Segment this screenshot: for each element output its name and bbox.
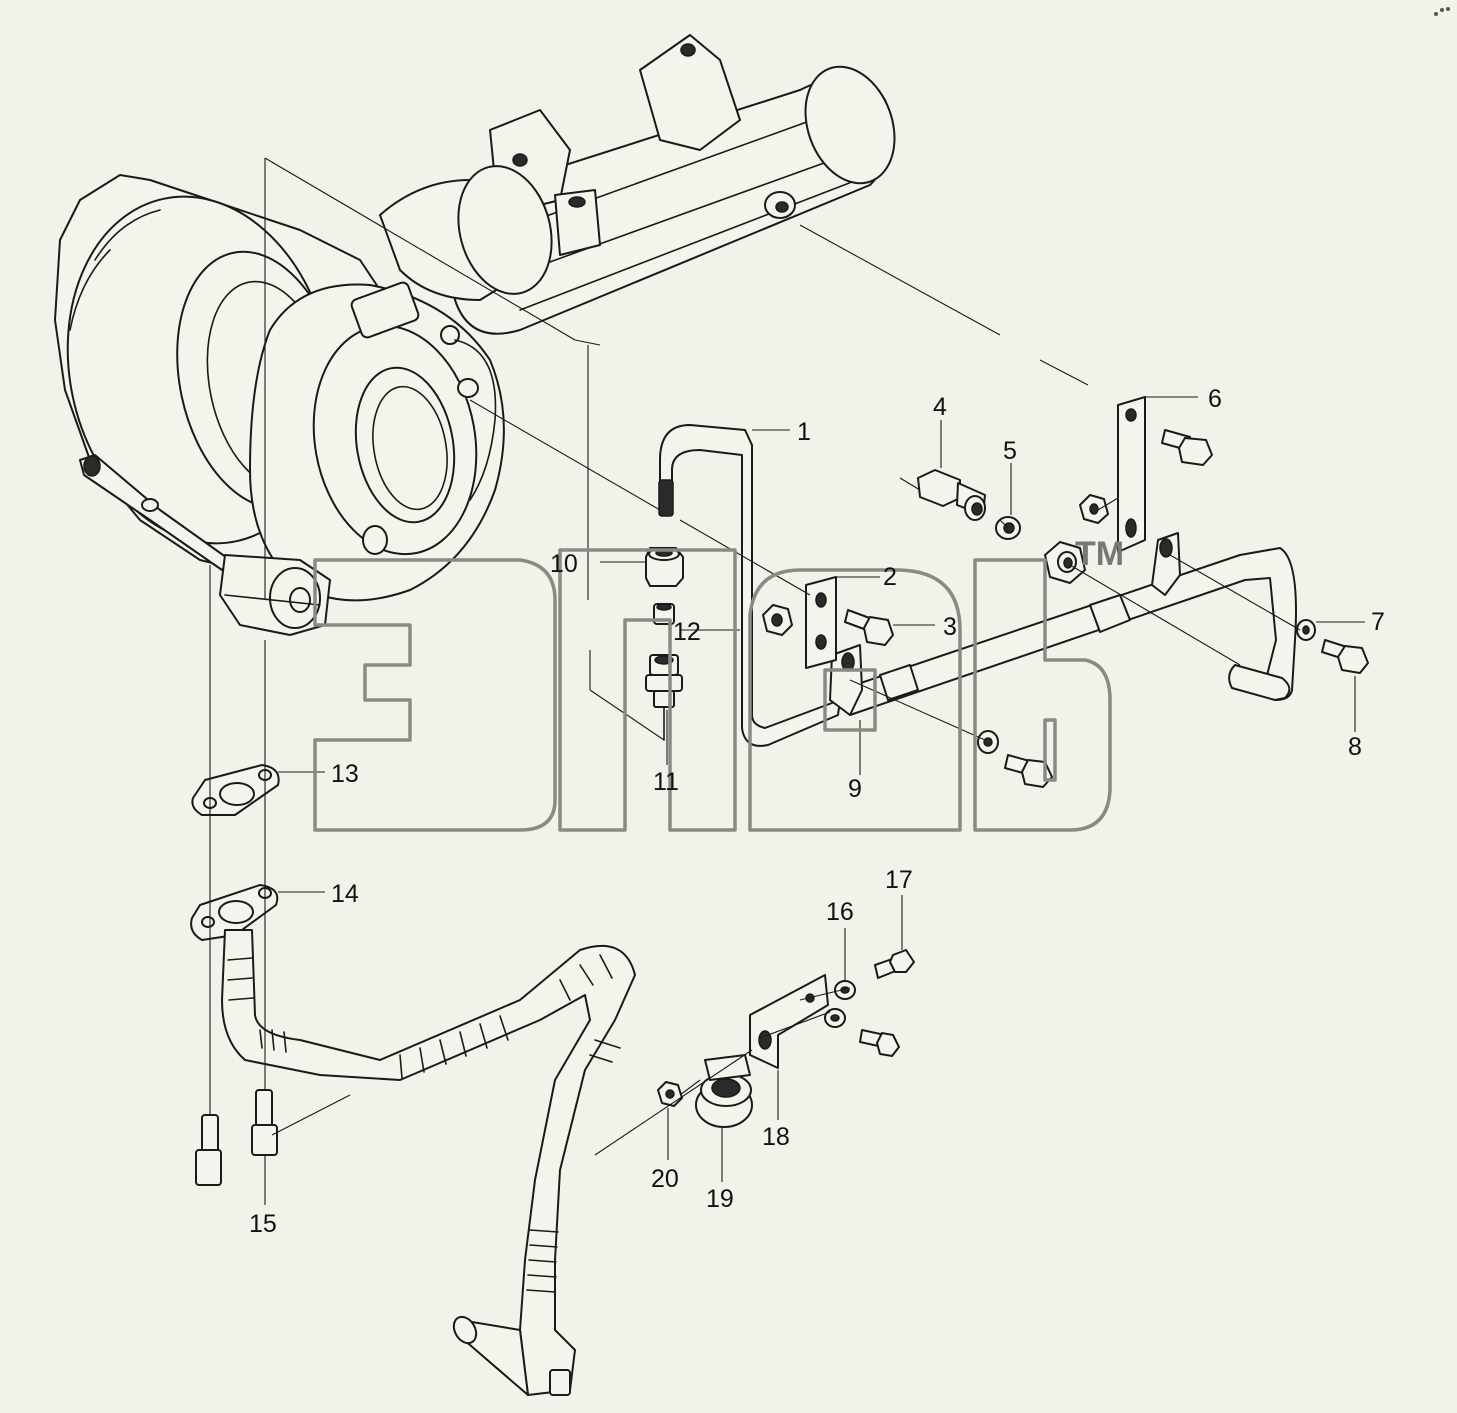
turbocharger-assembly [54,34,896,636]
callout-labels: 1 2 3 4 5 6 7 8 9 10 11 12 13 14 15 16 1… [249,385,1385,1238]
callout-7: 7 [1371,608,1385,636]
callout-19: 19 [706,1185,734,1213]
watermark-tm: TM [1075,535,1124,573]
callout-11: 11 [653,768,679,796]
callout-9: 9 [848,775,862,803]
callout-2: 2 [883,563,897,591]
callout-12: 12 [673,618,701,646]
adapter-fitting-11 [645,654,683,741]
bolt-6 [1161,429,1213,466]
stud-15-left [195,1114,222,1186]
callout-5: 5 [1003,437,1017,465]
bolt-3 [844,609,894,646]
washer-7 [1296,619,1316,641]
bracket-plate-6 [1117,396,1146,553]
callout-18: 18 [762,1123,790,1151]
callout-8: 8 [1348,733,1362,761]
bracket-18 [749,974,829,1069]
oil-drain-line [190,764,636,1396]
callout-15: 15 [249,1210,277,1238]
callout-3: 3 [943,613,957,641]
clamp-plate-2 [805,576,837,669]
callout-17: 17 [885,866,913,894]
callout-6: 6 [1208,385,1222,413]
hose-corrugation [227,954,621,1293]
nut-6 [1079,494,1109,524]
callout-10: 10 [550,550,578,578]
stud-15-right [251,1089,278,1156]
corner-mark-icon [1434,7,1450,16]
callout-14: 14 [331,880,359,908]
oil-feed-line-assembly [658,424,1297,747]
union-nut-10 [645,547,684,587]
callout-16: 16 [826,898,854,926]
union-adapter [1044,541,1086,584]
nut-plate-2 [762,604,793,636]
washer-16 [824,980,856,1028]
watermark-logo: TM [313,535,1124,832]
grommet-19 [695,1054,753,1128]
callout-20: 20 [651,1165,679,1193]
nut-20 [657,1081,683,1107]
callout-1: 1 [797,418,811,446]
callout-13: 13 [331,760,359,788]
leader-lines [209,157,1365,1205]
bolt-8 [1321,639,1369,674]
pressure-sensor-4 [917,469,986,521]
callout-4: 4 [933,393,947,421]
bolt-17 [859,949,915,1057]
washer-9 [977,730,999,754]
